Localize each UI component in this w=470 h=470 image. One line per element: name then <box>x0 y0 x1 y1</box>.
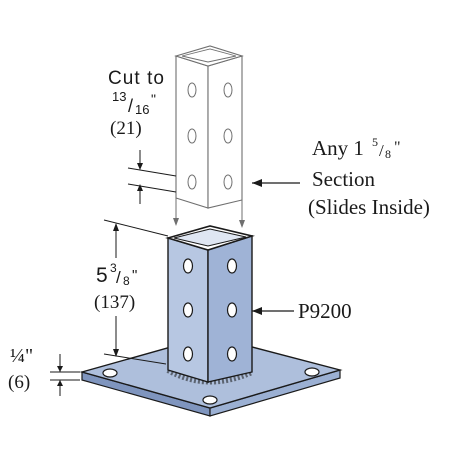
post-hole <box>226 258 238 274</box>
ghost-hole <box>187 174 197 190</box>
height-fraction-numerator: 3 <box>110 261 117 275</box>
ghost-hole <box>187 128 197 144</box>
plate-thickness-mm: (6) <box>8 372 30 393</box>
part-number-label: P9200 <box>298 299 352 323</box>
plate-hole-front <box>202 395 218 405</box>
ghost-hole <box>187 82 197 98</box>
post-hole <box>182 258 194 274</box>
ghost-hole <box>223 82 233 98</box>
section-callout: Any 1 5 / 8 " Section (Slides Inside) <box>252 135 430 219</box>
any-inch-mark: " <box>394 139 401 156</box>
height-inch-mark: " <box>132 267 137 284</box>
any-fraction-denominator: 8 <box>385 147 391 161</box>
plate-thickness-label: ¼" <box>10 345 33 367</box>
fraction-slash: / <box>128 96 133 116</box>
post-hole <box>182 302 194 318</box>
cut-inch-mark: " <box>151 91 156 107</box>
post-hole <box>226 302 238 318</box>
section-label: Section <box>312 167 375 191</box>
welded-post <box>165 225 255 383</box>
any-section-prefix: Any 1 <box>312 136 364 160</box>
ghost-hole <box>223 128 233 144</box>
post-hole <box>226 346 238 362</box>
cut-to-label: Cut to <box>108 68 164 89</box>
cut-dimension: Cut to 13 / 16 " (21) <box>108 68 177 204</box>
any-fraction-numerator: 5 <box>372 135 378 149</box>
slides-inside-label: (Slides Inside) <box>308 195 430 219</box>
cut-fraction-denominator: 16 <box>135 102 149 117</box>
fraction-slash: / <box>379 141 384 160</box>
cut-mm-label: (21) <box>110 118 142 139</box>
height-fraction-denominator: 8 <box>123 274 130 288</box>
part-number-callout: P9200 <box>252 299 352 323</box>
cut-fraction-numerator: 13 <box>112 89 126 104</box>
ghost-channel-section <box>173 45 245 228</box>
plate-hole-left <box>102 368 118 378</box>
fraction-slash: / <box>116 268 121 287</box>
height-whole: 5 <box>96 264 108 287</box>
ghost-hole <box>223 174 233 190</box>
height-mm: (137) <box>94 292 135 313</box>
post-hole <box>182 346 194 362</box>
plate-thickness-dimension: ¼" (6) <box>8 345 80 396</box>
plate-hole-right <box>304 367 320 377</box>
height-dimension: 5 3 / 8 " (137) <box>94 219 169 365</box>
